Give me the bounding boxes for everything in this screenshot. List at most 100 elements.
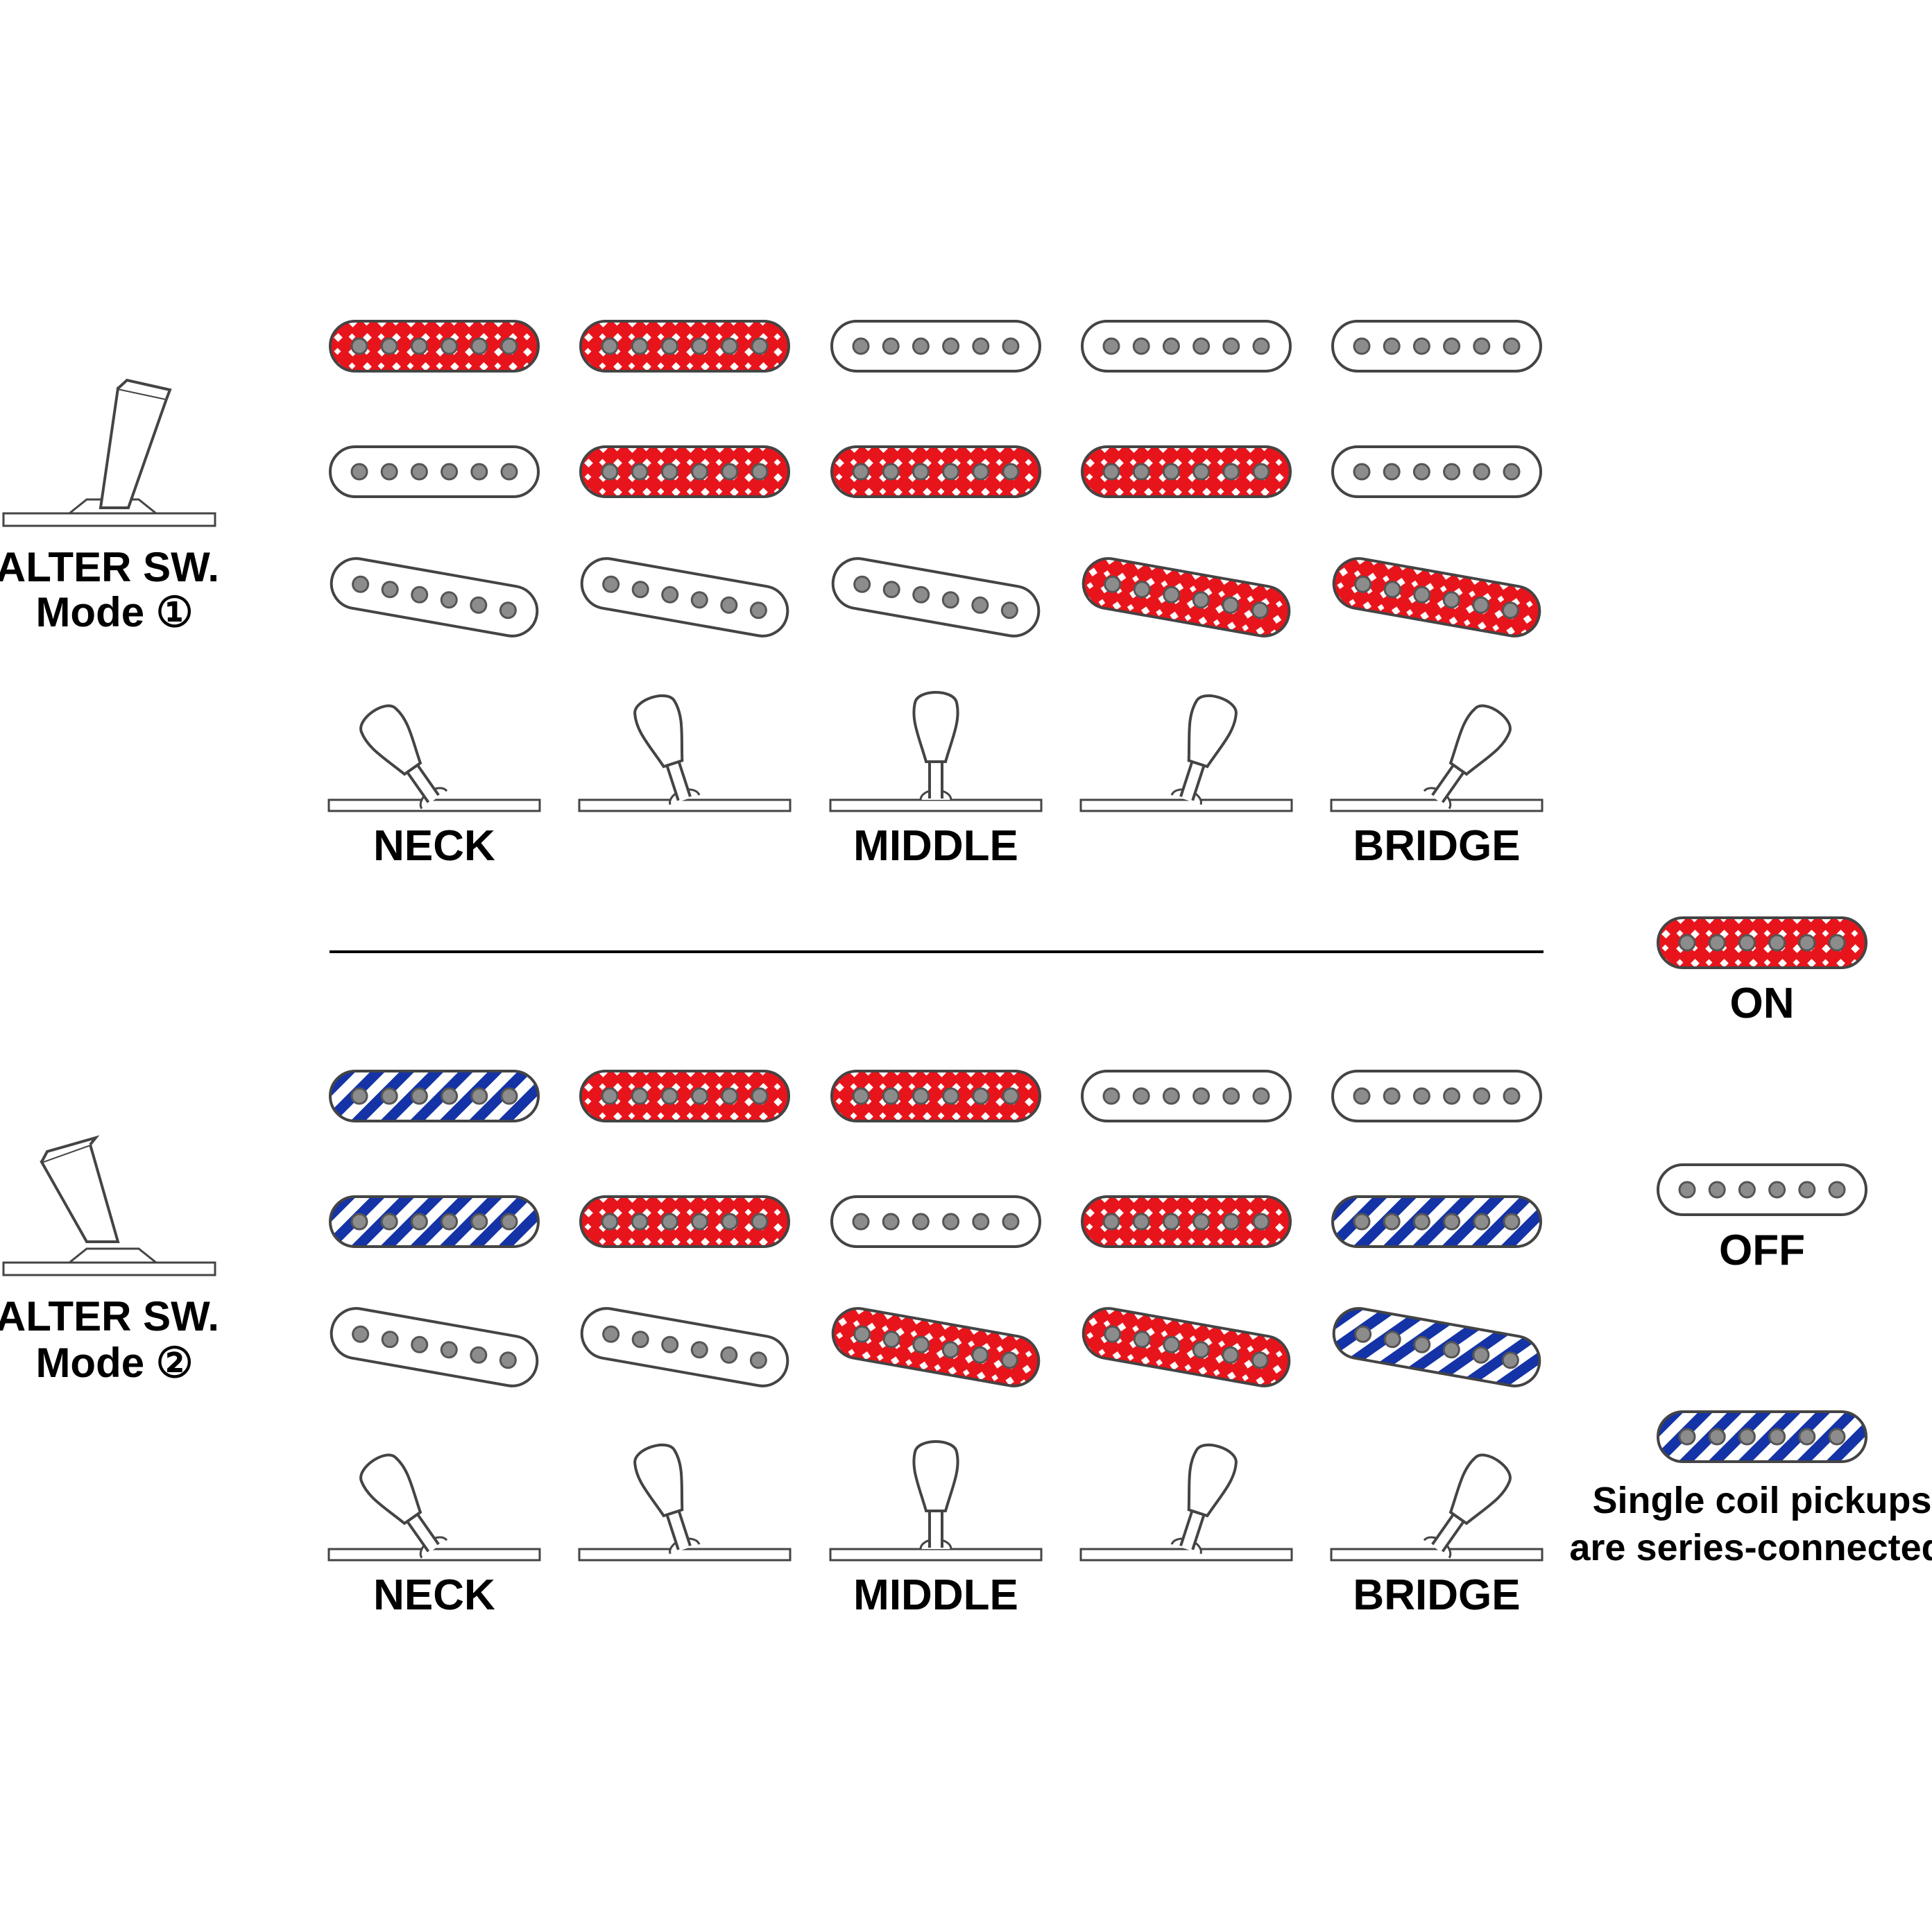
pole-piece <box>912 1087 930 1105</box>
pole-piece <box>721 1213 739 1231</box>
pole-piece <box>1252 1213 1270 1231</box>
pole-piece <box>1472 1346 1490 1364</box>
pole-piece <box>601 337 619 355</box>
pickup-cover <box>579 1070 790 1122</box>
mode-1-label-line1: ALTER SW. <box>0 544 219 590</box>
pole-piece <box>1412 1213 1430 1231</box>
middle-pickup <box>1331 1195 1542 1248</box>
bridge-pickup <box>1082 1307 1291 1387</box>
mode-1-position-1: NECK <box>327 320 541 870</box>
pole-piece <box>1222 596 1240 614</box>
neck-pickup <box>830 1070 1041 1122</box>
pole-piece <box>1413 1335 1431 1353</box>
pole-piece <box>1798 934 1816 952</box>
pole-piece <box>1708 1428 1726 1446</box>
mode-1-label-line2: Mode ① <box>35 589 193 635</box>
pole-piece <box>1354 1325 1372 1343</box>
mode-2-position-1: NECK <box>327 1070 541 1619</box>
pole-piece <box>602 575 620 593</box>
five-way-switch-icon <box>1079 1443 1293 1562</box>
pole-piece <box>601 463 619 481</box>
pole-piece <box>882 337 900 355</box>
pickup-cover <box>1332 1307 1541 1387</box>
pole-piece <box>1412 337 1430 355</box>
pole-piece <box>499 1351 517 1369</box>
pickup-cover <box>1331 1070 1542 1122</box>
pole-piece <box>1102 463 1120 481</box>
pole-piece <box>1353 1087 1371 1105</box>
five-way-switch-icon <box>1079 694 1293 812</box>
pickup-cover <box>580 1307 789 1387</box>
pole-piece <box>749 1351 767 1369</box>
pickup-cover <box>329 445 540 498</box>
pickup-cover <box>1081 445 1292 498</box>
pole-piece <box>1383 1213 1401 1231</box>
pole-piece <box>631 337 649 355</box>
pole-piece <box>410 1213 428 1231</box>
pole-piece <box>1412 1087 1430 1105</box>
pole-piece <box>1222 337 1240 355</box>
pole-piece <box>1383 581 1401 599</box>
pole-piece <box>941 1341 959 1359</box>
pole-piece <box>691 1213 709 1231</box>
pole-piece <box>1383 1331 1401 1349</box>
pole-piece <box>440 591 458 609</box>
pole-piece <box>660 463 678 481</box>
pole-piece <box>631 1213 649 1231</box>
bridge-pickup <box>330 1307 539 1387</box>
five-way-switch-icon <box>578 694 792 812</box>
five-way-switch-icon <box>829 691 1043 812</box>
pole-piece <box>1000 601 1018 619</box>
pole-piece <box>380 1213 398 1231</box>
pole-piece <box>1678 1181 1696 1199</box>
legend-label-line2: are series-connected. <box>1569 1527 1932 1568</box>
lever-tip <box>359 1453 422 1525</box>
pickup-cover <box>1082 1307 1291 1387</box>
pickup-cover <box>329 1195 540 1248</box>
pole-piece <box>912 1213 930 1231</box>
pole-piece <box>1192 1213 1211 1231</box>
pickup-cover <box>1657 1410 1867 1463</box>
mode-2-position-2 <box>578 1070 792 1562</box>
pole-piece <box>1104 1325 1122 1343</box>
pole-piece <box>1002 1087 1020 1105</box>
pole-piece <box>380 1087 398 1105</box>
pole-piece <box>691 463 709 481</box>
middle-pickup <box>579 1195 790 1248</box>
pole-piece <box>720 596 738 614</box>
pole-piece <box>1708 1181 1726 1199</box>
pole-piece <box>410 463 428 481</box>
pole-piece <box>1828 934 1846 952</box>
pole-piece <box>1192 463 1211 481</box>
pole-piece <box>380 463 398 481</box>
pole-piece <box>631 463 649 481</box>
pole-piece <box>1354 575 1372 593</box>
legend-pickup <box>1657 1163 1867 1216</box>
pole-piece <box>1192 591 1210 609</box>
mode-2-position-3: MIDDLE <box>829 1070 1043 1619</box>
pickup-cover <box>1331 320 1542 373</box>
pole-piece <box>1162 463 1180 481</box>
pole-piece <box>352 575 370 593</box>
pickup-cover <box>1081 1195 1292 1248</box>
pole-piece <box>1503 1213 1521 1231</box>
mode-2-label-line2: Mode ② <box>35 1340 193 1386</box>
switch-position-label: BRIDGE <box>1353 822 1520 870</box>
pole-piece <box>1102 1087 1120 1105</box>
middle-pickup <box>830 445 1041 498</box>
pole-piece <box>1768 934 1786 952</box>
pickup-cover <box>1331 1195 1542 1248</box>
pole-piece <box>1708 934 1726 952</box>
pole-piece <box>882 463 900 481</box>
five-way-switch-icon <box>578 1443 792 1562</box>
pickup-cover <box>1657 916 1867 969</box>
middle-pickup <box>1081 445 1292 498</box>
pickup-cover <box>329 320 540 373</box>
lever-tip <box>633 694 684 769</box>
switch-position-label: MIDDLE <box>853 822 1018 870</box>
pole-piece <box>1383 463 1401 481</box>
switch-plate <box>829 1548 1043 1562</box>
lever-tip <box>1187 694 1238 769</box>
pole-piece <box>1222 1087 1240 1105</box>
